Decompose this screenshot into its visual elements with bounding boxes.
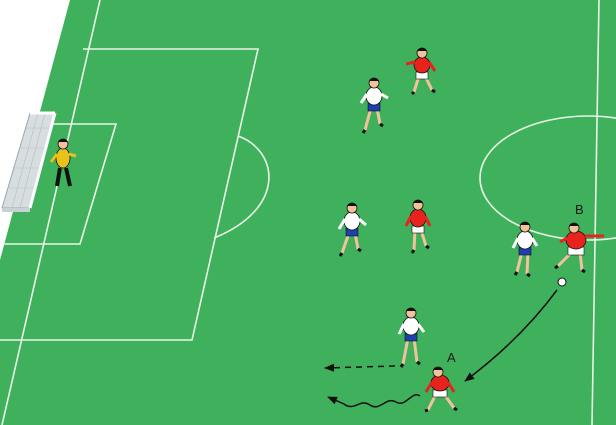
ball-icon bbox=[558, 278, 566, 286]
label-b: B bbox=[575, 202, 584, 217]
label-a: A bbox=[447, 350, 456, 365]
